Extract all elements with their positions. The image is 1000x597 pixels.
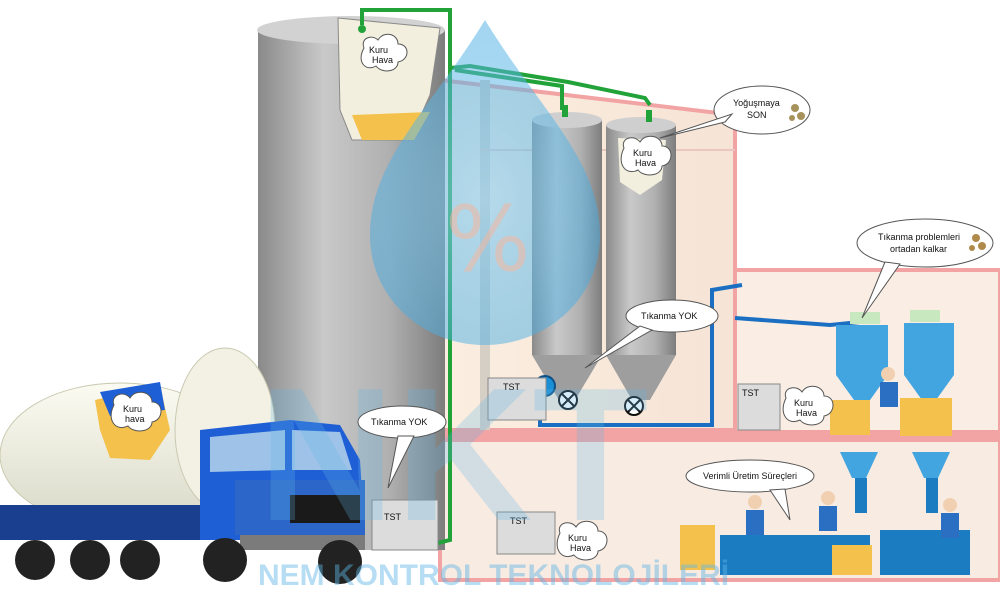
condensation-line1: Yoğuşmaya (733, 98, 780, 108)
upper-processing-machines (830, 310, 954, 436)
cloud-truck: Kuru hava (110, 391, 162, 432)
silo2-air-line2: Hava (635, 158, 656, 168)
dryer-units: TST TST TST TST (371, 377, 781, 555)
truck-cab (200, 420, 365, 584)
no-clog-bottom-text: Tıkanma YOK (371, 417, 427, 427)
silo-air-line2: Hava (372, 55, 393, 65)
mid-air-line1: Kuru (794, 398, 813, 408)
bubble-condensation: Yoğuşmaya SON (659, 85, 811, 139)
mid-air-line2: Hava (796, 408, 817, 418)
workers (746, 367, 959, 538)
production-line (680, 452, 970, 575)
truck-air-line2: hava (125, 414, 145, 424)
clog-issue-line1: Tıkanma problemleri (878, 232, 960, 242)
unit-mark-3: TST (510, 516, 528, 526)
bubble-clogging-solved: Tıkanma problemleri ortadan kalkar (856, 218, 994, 319)
bubble-efficient-production: Verimli Üretim Süreçleri (685, 459, 815, 521)
cloud-silo: Kuru Hava (360, 33, 408, 72)
floor-slab-middle (440, 430, 1000, 440)
truck-air-line1: Kuru (123, 404, 142, 414)
low-air-line1: Kuru (568, 533, 587, 543)
bubble-no-clog-bottom: Tıkanma YOK (357, 405, 447, 489)
unit-mark-2: TST (742, 388, 760, 398)
brand-text: NEM KONTROL TEKNOLOJİLERİ (258, 559, 729, 592)
cloud-mid: Kuru Hava (782, 385, 834, 426)
bubble-no-clog-top: Tıkanma YOK (584, 299, 719, 369)
unit-mark-1: TST (503, 382, 521, 392)
low-air-line2: Hava (570, 543, 591, 553)
clog-issue-line2: ortadan kalkar (890, 244, 947, 254)
condensation-line2: SON (747, 110, 767, 120)
watermark-logo: % (370, 20, 600, 345)
silo2-air-line1: Kuru (633, 148, 652, 158)
no-clog-top-text: Tıkanma YOK (641, 311, 697, 321)
svg-text:%: % (445, 187, 531, 292)
silo-air-line1: Kuru (369, 45, 388, 55)
efficient-text: Verimli Üretim Süreçleri (703, 471, 797, 481)
cloud-low: Kuru Hava (556, 520, 608, 561)
cloud-silo2: Kuru Hava (620, 135, 672, 176)
unit-mark-4: TST (384, 512, 402, 522)
